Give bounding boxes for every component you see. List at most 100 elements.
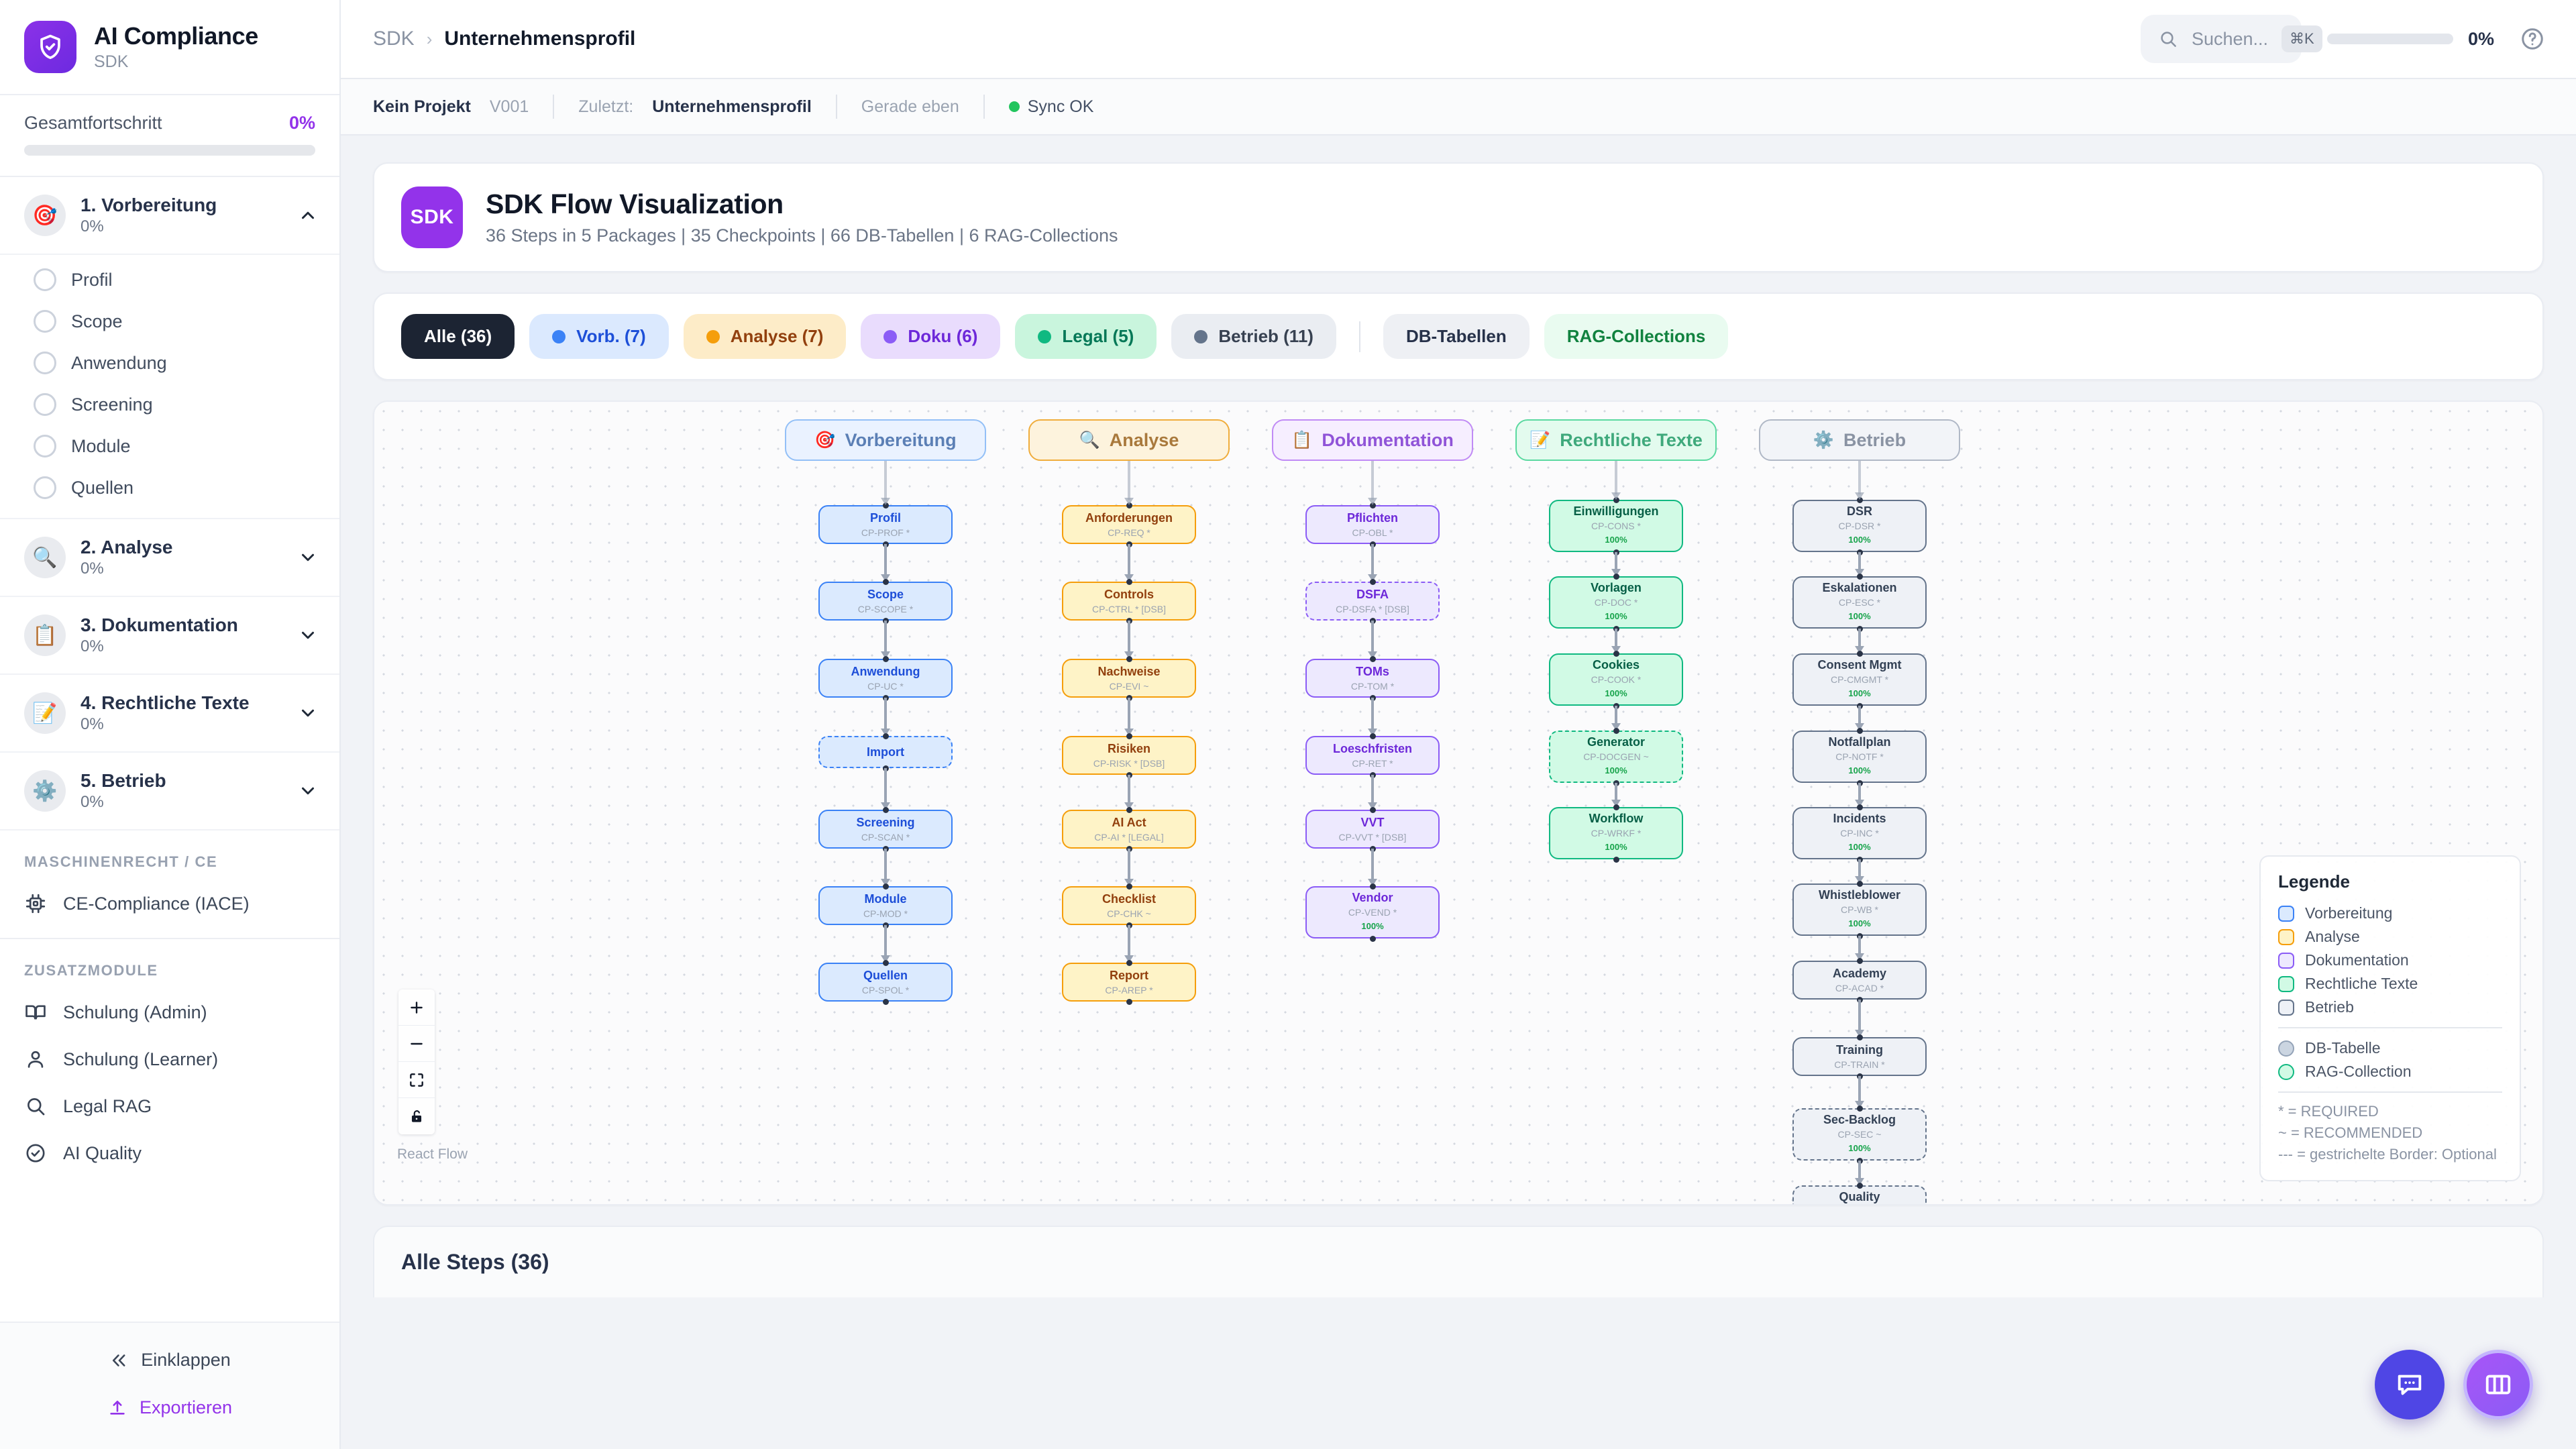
- node-handle[interactable]: [1613, 650, 1619, 657]
- search-input[interactable]: Suchen... ⌘K: [2140, 15, 2322, 63]
- node-handle[interactable]: [1126, 959, 1132, 966]
- sidebar-item-profil[interactable]: Profil: [0, 259, 339, 301]
- step-status-radio[interactable]: [34, 393, 56, 416]
- node-handle[interactable]: [882, 655, 889, 662]
- filter-chip-betrieb-11[interactable]: Betrieb (11): [1171, 314, 1336, 359]
- node-handle[interactable]: [882, 998, 889, 1005]
- sidebar-item-ce-compliance[interactable]: CE-Compliance (IACE): [0, 880, 339, 927]
- step-status-radio[interactable]: [34, 268, 56, 291]
- node-handle[interactable]: [1126, 806, 1132, 813]
- node-handle[interactable]: [1856, 650, 1863, 657]
- step-status-radio[interactable]: [34, 310, 56, 333]
- node-handle[interactable]: [1856, 957, 1863, 964]
- sidebar-item-quellen[interactable]: Quellen: [0, 467, 339, 508]
- node-handle[interactable]: [882, 502, 889, 508]
- node-handle[interactable]: [1126, 502, 1132, 508]
- sidebar-item-screening[interactable]: Screening: [0, 384, 339, 425]
- zoom-out-button[interactable]: [398, 1026, 435, 1062]
- lock-toggle-button[interactable]: [398, 1098, 435, 1134]
- breadcrumb-root[interactable]: SDK: [373, 28, 415, 50]
- node-handle[interactable]: [1613, 804, 1619, 810]
- sidebar-item-schulung-admin[interactable]: Schulung (Admin): [0, 989, 339, 1036]
- step-status-radio[interactable]: [34, 352, 56, 374]
- export-button[interactable]: Exportieren: [0, 1384, 339, 1432]
- filter-chip-db-tabellen[interactable]: DB-Tabellen: [1383, 314, 1529, 359]
- node-handle[interactable]: [1126, 733, 1132, 739]
- node-handle[interactable]: [1856, 1105, 1863, 1112]
- sidebar-item-scope[interactable]: Scope: [0, 301, 339, 342]
- node-handle[interactable]: [1613, 727, 1619, 734]
- brand-header[interactable]: AI Compliance SDK: [0, 0, 339, 95]
- node-handle[interactable]: [1126, 883, 1132, 890]
- filter-chip-vorb-7[interactable]: Vorb. (7): [529, 314, 669, 359]
- chat-assistant-fab[interactable]: [2375, 1350, 2445, 1419]
- zoom-in-button[interactable]: [398, 989, 435, 1026]
- node-handle[interactable]: [1613, 856, 1619, 863]
- node-handle[interactable]: [882, 733, 889, 739]
- node-handle[interactable]: [1126, 578, 1132, 585]
- question-circle-icon[interactable]: [2520, 26, 2545, 52]
- node-handle[interactable]: [1856, 804, 1863, 810]
- node-handle[interactable]: [1369, 733, 1376, 739]
- node-handle[interactable]: [882, 883, 889, 890]
- node-handle[interactable]: [1856, 880, 1863, 887]
- node-handle[interactable]: [1613, 496, 1619, 503]
- filter-chip-legal-5[interactable]: Legal (5): [1015, 314, 1157, 359]
- node-handle[interactable]: [1856, 1182, 1863, 1189]
- panel-toggle-fab[interactable]: [2463, 1350, 2533, 1419]
- filter-chip-rag-collections[interactable]: RAG-Collections: [1544, 314, 1729, 359]
- node-handle[interactable]: [1369, 502, 1376, 508]
- node-handle[interactable]: [1856, 496, 1863, 503]
- node-handle[interactable]: [1856, 1034, 1863, 1040]
- step-status-radio[interactable]: [34, 435, 56, 458]
- sidebar-item-schulung-learner[interactable]: Schulung (Learner): [0, 1036, 339, 1083]
- sidebar-item-ai-quality[interactable]: AI Quality: [0, 1130, 339, 1177]
- collapse-sidebar-button[interactable]: Einklappen: [0, 1336, 339, 1384]
- node-handle[interactable]: [1369, 883, 1376, 890]
- filter-chip-alle-36[interactable]: Alle (36): [401, 314, 515, 359]
- step-status-radio[interactable]: [34, 476, 56, 499]
- flow-canvas[interactable]: 🎯Vorbereitung🔍Analyse📋Dokumentation📝Rech…: [374, 402, 2542, 1204]
- flow-node-quality[interactable]: QualityCP-QUAL ~100%: [1792, 1185, 1927, 1204]
- fit-view-button[interactable]: [398, 1062, 435, 1098]
- node-handle[interactable]: [882, 959, 889, 966]
- node-handle[interactable]: [1369, 578, 1376, 585]
- sidebar-item-legal-rag[interactable]: Legal RAG: [0, 1083, 339, 1130]
- node-handle[interactable]: [882, 806, 889, 813]
